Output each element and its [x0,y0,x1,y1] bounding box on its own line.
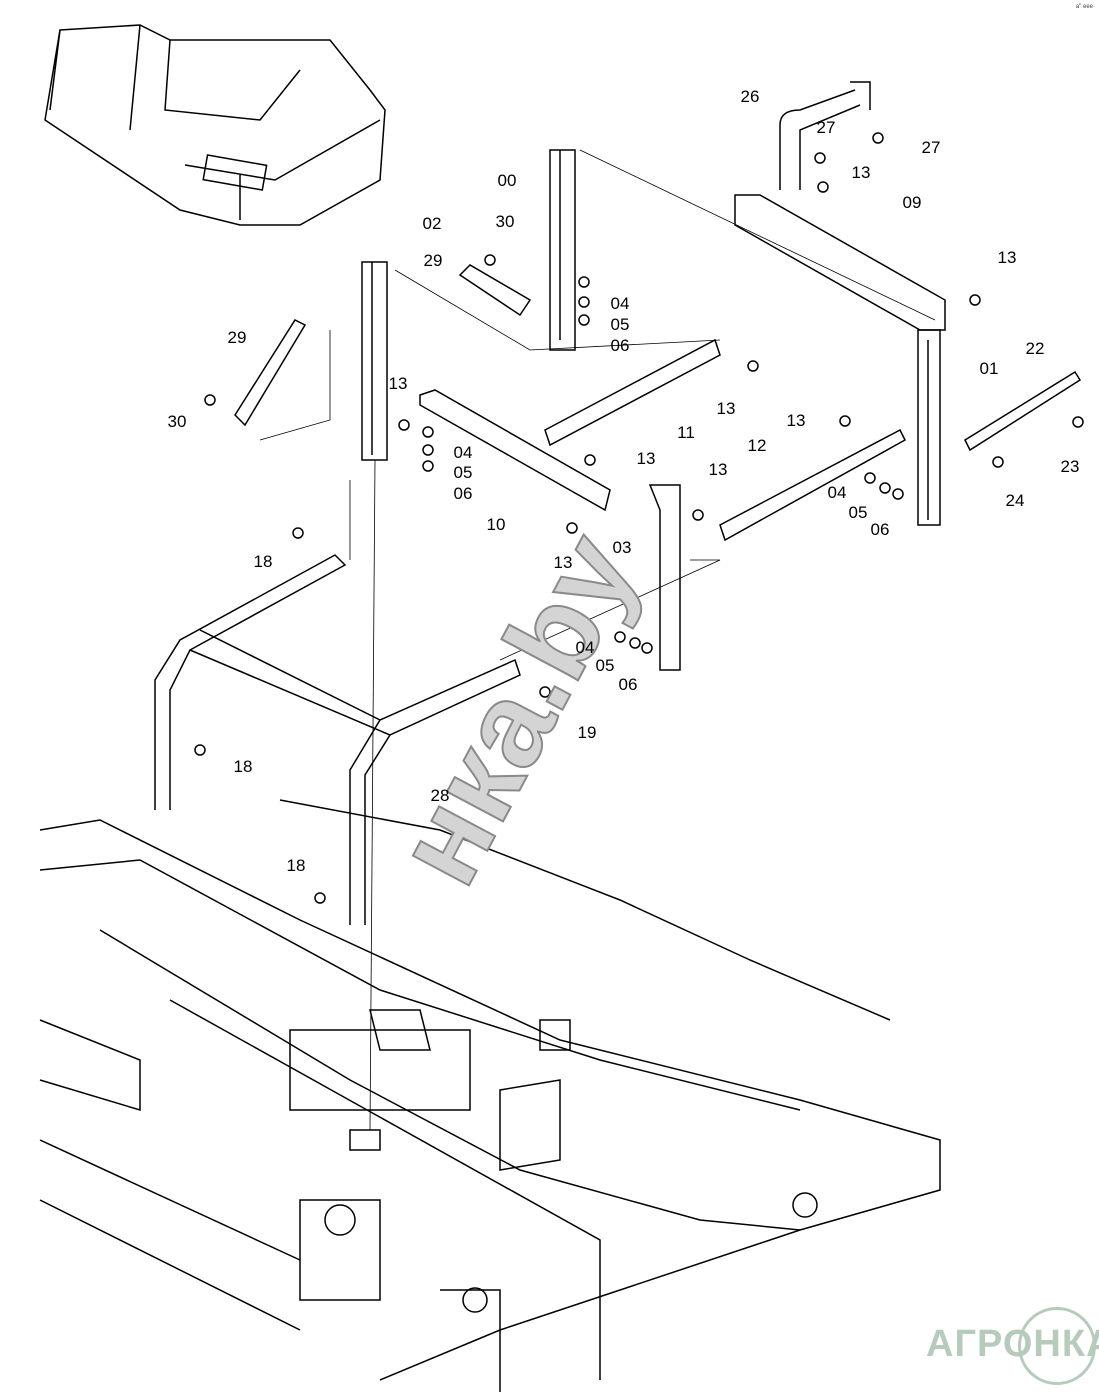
callout-label: 13 [636,449,656,468]
bracket-00 [549,149,576,351]
logo-text: АГРОНКА [926,1323,1099,1365]
handle-26 [779,81,871,190]
callout-label: 04 [827,483,847,502]
callout-label: 03 [612,538,632,557]
callout-label: 11 [677,423,695,442]
callout-label: 13 [388,374,408,393]
excavator-thumbnail [44,24,386,226]
bar-09 [734,194,946,331]
callout-label: 18 [286,856,306,875]
callout-label: 00 [497,171,517,190]
callout-label: 30 [495,212,515,231]
bar-11 [544,338,721,447]
callout-label: 13 [851,163,871,182]
callout-label: 30 [167,412,187,431]
callout-label: 29 [227,328,247,347]
callout-label: 19 [577,723,597,742]
callout-label: 04 [575,638,595,657]
callout-label: 13 [553,553,573,572]
callout-label: 18 [233,757,253,776]
logo-circle-icon [1018,1307,1096,1385]
callout-label: 22 [1025,339,1045,358]
callout-label: 13 [716,399,736,418]
callout-label: 05 [453,463,473,482]
plate-29 [234,264,532,427]
callout-label: 26 [740,87,760,106]
frame-28 [154,554,521,925]
logo: АГРОНКА [918,1307,1099,1385]
callout-label: 01 [979,359,999,378]
callout-label: 05 [595,656,615,675]
alignment-lines [259,149,936,1131]
callout-label: 05 [610,315,630,334]
callout-label: 09 [902,193,922,212]
callout-label: 06 [610,336,630,355]
corner-code: a" eee [1075,4,1093,10]
callout-label: 04 [610,294,630,313]
bracket-02 [361,261,388,461]
bar-22 [964,370,1082,452]
bracket-01 [917,329,941,526]
bar-12 [719,428,906,542]
callout-label: 06 [453,484,473,503]
callout-label: 06 [870,520,890,539]
callout-label: 29 [423,251,443,270]
callout-label: 13 [997,248,1017,267]
upper-frame-structure [39,799,941,1392]
callout-label: 18 [253,552,273,571]
bar-10 [419,389,611,512]
callout-label: 13 [786,411,806,430]
callout-label: 12 [747,436,767,455]
callout-label: 02 [422,214,442,233]
callout-label: 04 [453,443,473,462]
callout-label: 27 [921,138,941,157]
callout-label: 23 [1060,457,1080,476]
callout-label: 27 [816,118,836,137]
callout-label: 10 [486,515,506,534]
callout-label: 28 [430,786,450,805]
bolts [194,132,1084,904]
callout-label: 24 [1005,491,1025,510]
callout-label: 05 [848,503,868,522]
callout-label: 06 [618,675,638,694]
bracket-03 [648,484,681,671]
callout-label: 13 [708,460,728,479]
